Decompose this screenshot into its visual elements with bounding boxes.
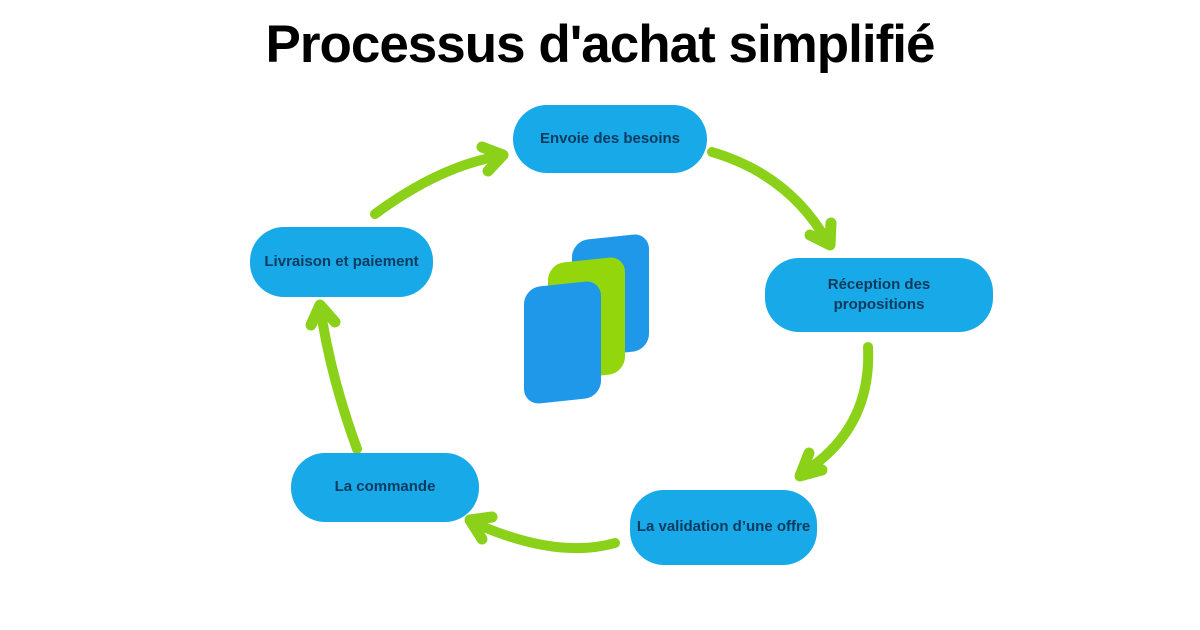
step-envoie-des-besoins: Envoie des besoins xyxy=(513,105,707,173)
arrow-livraison-to-envoie-icon xyxy=(370,141,509,219)
three-overlapping-panels-logo-icon xyxy=(524,234,649,404)
step-label: La validation d’une offre xyxy=(636,518,811,536)
step-label: Envoie des besoins xyxy=(539,129,681,147)
step-validation-offre: La validation d’une offre xyxy=(630,490,817,565)
step-label: La commande xyxy=(334,478,436,496)
step-la-commande: La commande xyxy=(291,453,479,522)
step-livraison-et-paiement: Livraison et paiement xyxy=(250,227,433,297)
page-title: Processus d'achat simplifié xyxy=(265,15,936,74)
logo-front-panel xyxy=(524,281,601,404)
arrow-commande-to-livraison-icon xyxy=(305,299,362,454)
step-reception-des-propositions: Réception des propositions xyxy=(765,258,993,332)
arrow-reception-to-validation-icon xyxy=(794,342,874,482)
step-label: Livraison et paiement xyxy=(264,252,419,270)
step-label: Réception des propositions xyxy=(827,275,931,313)
arrow-envoie-to-reception-icon xyxy=(707,147,837,251)
arrow-validation-to-commande-icon xyxy=(464,511,620,554)
